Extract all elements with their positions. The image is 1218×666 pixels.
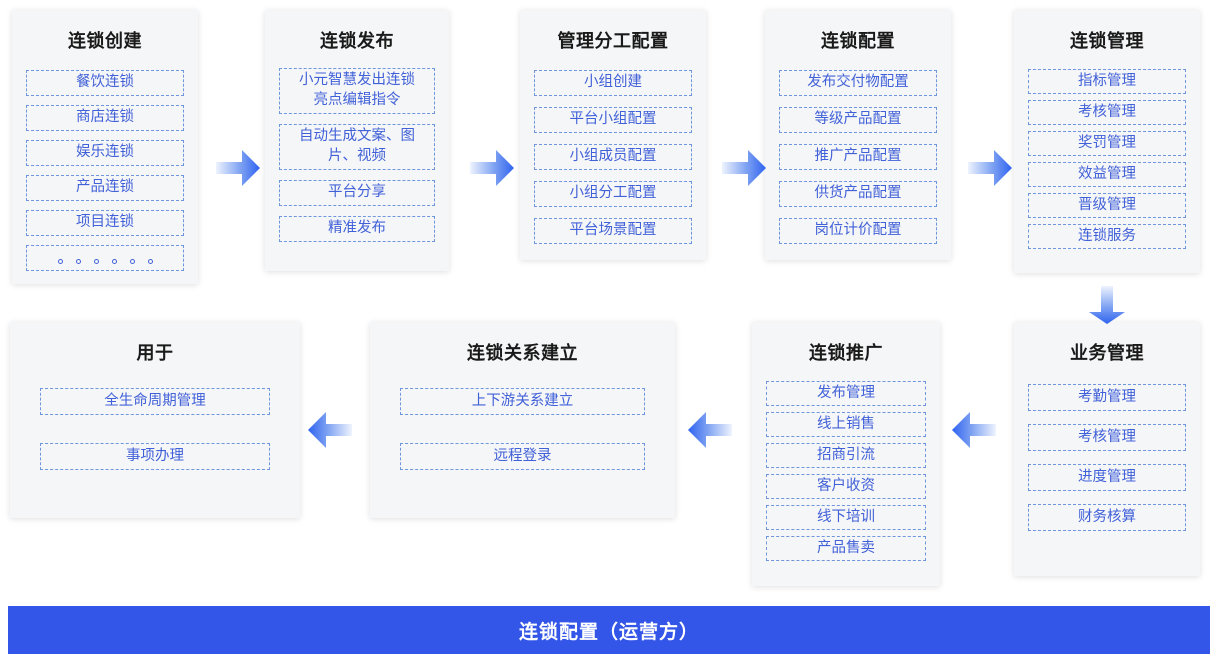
card-items: 发布管理 线上销售 招商引流 客户收资 线下培训 产品售卖 — [752, 381, 940, 561]
list-item[interactable]: 等级产品配置 — [779, 107, 937, 133]
card-business-management[interactable]: 业务管理 考勤管理 考核管理 进度管理 财务核算 — [1014, 322, 1200, 576]
list-item[interactable]: 小元智慧发出连锁 亮点编辑指令 — [279, 68, 435, 114]
card-items: 发布交付物配置 等级产品配置 推广产品配置 供货产品配置 岗位计价配置 — [765, 70, 951, 244]
card-title: 连锁发布 — [320, 31, 394, 51]
card-title: 管理分工配置 — [557, 31, 669, 51]
list-item[interactable]: 精准发布 — [279, 216, 435, 242]
list-item[interactable]: 产品连锁 — [26, 175, 184, 201]
card-title: 连锁关系建立 — [467, 343, 578, 363]
arrow-division-to-config — [722, 150, 766, 186]
list-item[interactable]: 产品售卖 — [766, 536, 926, 561]
list-item[interactable]: 全生命周期管理 — [40, 388, 270, 415]
arrow-relationship-to-usedfor — [308, 412, 352, 448]
card-management-division-config[interactable]: 管理分工配置 小组创建 平台小组配置 小组成员配置 小组分工配置 平台场景配置 — [520, 10, 706, 260]
card-items: 小组创建 平台小组配置 小组成员配置 小组分工配置 平台场景配置 — [520, 70, 706, 244]
card-chain-publish[interactable]: 连锁发布 小元智慧发出连锁 亮点编辑指令 自动生成文案、图 片、视频 平台分享 … — [265, 10, 449, 271]
list-item[interactable]: 平台分享 — [279, 180, 435, 206]
card-items: 小元智慧发出连锁 亮点编辑指令 自动生成文案、图 片、视频 平台分享 精准发布 — [265, 68, 449, 242]
card-items: 上下游关系建立 远程登录 — [370, 388, 675, 470]
ellipsis-dot-icon — [93, 259, 99, 264]
card-title: 用于 — [136, 343, 174, 363]
list-item[interactable]: 指标管理 — [1028, 69, 1186, 94]
card-items: 全生命周期管理 事项办理 — [10, 388, 300, 470]
list-item[interactable]: 项目连锁 — [26, 210, 184, 236]
list-item[interactable]: 小组分工配置 — [534, 181, 692, 207]
list-item[interactable]: 娱乐连锁 — [26, 140, 184, 166]
arrow-config-to-management — [968, 150, 1012, 186]
card-title: 业务管理 — [1070, 343, 1144, 363]
card-chain-promotion[interactable]: 连锁推广 发布管理 线上销售 招商引流 客户收资 线下培训 产品售卖 — [752, 322, 940, 586]
ellipsis-dot-icon — [57, 259, 63, 264]
card-items: 餐饮连锁 商店连锁 娱乐连锁 产品连锁 项目连锁 — [12, 70, 198, 271]
list-item[interactable]: 自动生成文案、图 片、视频 — [279, 124, 435, 170]
ellipsis-dot-icon — [111, 259, 117, 264]
list-item[interactable]: 发布交付物配置 — [779, 70, 937, 96]
card-chain-config[interactable]: 连锁配置 发布交付物配置 等级产品配置 推广产品配置 供货产品配置 岗位计价配置 — [765, 10, 951, 260]
list-item[interactable]: 商店连锁 — [26, 105, 184, 131]
list-item[interactable]: 进度管理 — [1028, 464, 1186, 491]
list-item[interactable]: 事项办理 — [40, 443, 270, 470]
list-item[interactable]: 招商引流 — [766, 443, 926, 468]
ellipsis-dot-icon — [147, 259, 153, 264]
card-title: 连锁管理 — [1070, 31, 1144, 51]
list-item[interactable]: 平台小组配置 — [534, 107, 692, 133]
list-item[interactable]: 小组创建 — [534, 70, 692, 96]
card-title: 连锁创建 — [68, 31, 142, 51]
card-chain-create[interactable]: 连锁创建 餐饮连锁 商店连锁 娱乐连锁 产品连锁 项目连锁 — [12, 10, 198, 284]
list-item[interactable]: 线下培训 — [766, 505, 926, 530]
arrow-business-to-promotion — [952, 412, 996, 448]
card-items: 考勤管理 考核管理 进度管理 财务核算 — [1014, 384, 1200, 531]
list-item[interactable]: 供货产品配置 — [779, 181, 937, 207]
list-item[interactable]: 考核管理 — [1028, 100, 1186, 125]
banner-title: 连锁配置（运营方） — [518, 621, 699, 643]
list-item[interactable]: 奖罚管理 — [1028, 131, 1186, 156]
ellipsis-dot-icon — [75, 259, 81, 264]
card-title: 连锁推广 — [809, 343, 883, 363]
list-item[interactable]: 小组成员配置 — [534, 144, 692, 170]
arrow-publish-to-division — [470, 150, 514, 186]
list-item[interactable]: 客户收资 — [766, 474, 926, 499]
list-item[interactable]: 晋级管理 — [1028, 193, 1186, 218]
list-item[interactable]: 财务核算 — [1028, 504, 1186, 531]
arrow-management-to-business — [1089, 286, 1125, 324]
list-item[interactable]: 远程登录 — [400, 443, 645, 470]
card-items: 指标管理 考核管理 奖罚管理 效益管理 晋级管理 连锁服务 — [1014, 69, 1200, 249]
list-item[interactable]: 考勤管理 — [1028, 384, 1186, 411]
card-title: 连锁配置 — [821, 31, 895, 51]
ellipsis-dot-icon — [129, 259, 135, 264]
list-item[interactable]: 岗位计价配置 — [779, 218, 937, 244]
list-item[interactable]: 推广产品配置 — [779, 144, 937, 170]
list-item[interactable]: 效益管理 — [1028, 162, 1186, 187]
list-item[interactable]: 发布管理 — [766, 381, 926, 406]
list-item[interactable]: 上下游关系建立 — [400, 388, 645, 415]
list-item[interactable]: 连锁服务 — [1028, 224, 1186, 249]
list-item-ellipsis[interactable] — [26, 245, 184, 271]
card-used-for[interactable]: 用于 全生命周期管理 事项办理 — [10, 322, 300, 518]
arrow-promotion-to-relationship — [688, 412, 732, 448]
bottom-banner: 连锁配置（运营方） — [8, 606, 1210, 654]
list-item[interactable]: 线上销售 — [766, 412, 926, 437]
card-chain-management[interactable]: 连锁管理 指标管理 考核管理 奖罚管理 效益管理 晋级管理 连锁服务 — [1014, 10, 1200, 273]
list-item[interactable]: 考核管理 — [1028, 424, 1186, 451]
arrow-create-to-publish — [216, 150, 260, 186]
card-chain-relationship[interactable]: 连锁关系建立 上下游关系建立 远程登录 — [370, 322, 675, 518]
list-item[interactable]: 餐饮连锁 — [26, 70, 184, 96]
list-item[interactable]: 平台场景配置 — [534, 218, 692, 244]
